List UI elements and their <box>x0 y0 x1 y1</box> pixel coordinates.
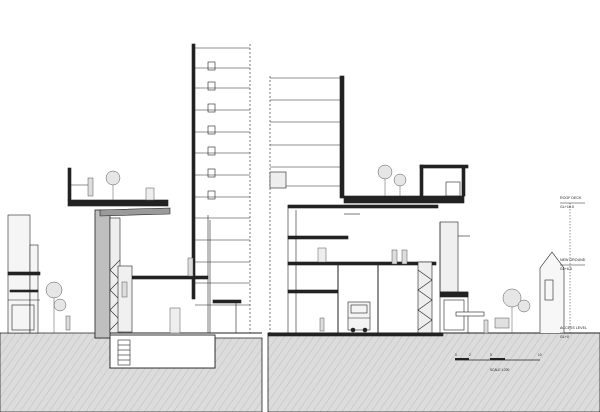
level-name: ROOF DECK <box>560 196 582 200</box>
scale-tick: 10 <box>538 353 542 357</box>
vegetation-right <box>317 164 531 334</box>
scale-ticks: 0 2 5 10 <box>455 353 542 357</box>
scale-label: SCALE 1:200 <box>490 368 510 372</box>
right-section <box>267 75 600 337</box>
scale-tick: 0 <box>455 353 457 357</box>
level-markers <box>560 202 585 334</box>
level-value: GL+10.5 <box>560 205 574 209</box>
scale-tick: 5 <box>490 353 492 357</box>
tower-floors-right <box>269 75 345 333</box>
left-section <box>7 43 262 369</box>
tower-floors-left <box>191 43 251 333</box>
level-name: ACCESS LEVEL <box>560 326 587 330</box>
vegetation-left <box>45 170 194 334</box>
level-name: NEW GROUND <box>560 258 586 262</box>
scale-bar: 0 2 5 10 SCALE 1:200 <box>455 353 542 372</box>
scale-tick: 2 <box>469 353 471 357</box>
ground-right <box>267 332 600 412</box>
level-value: GL+0 <box>560 335 569 339</box>
level-value: GL+6.5 <box>560 267 572 271</box>
